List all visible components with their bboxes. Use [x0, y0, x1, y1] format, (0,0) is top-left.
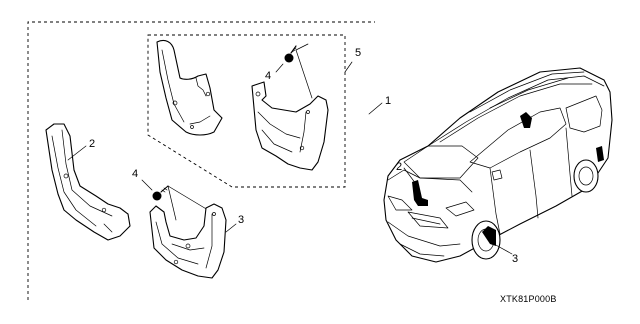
screw-upper: 4 [265, 43, 313, 99]
callout-5-screw-set: 5 [344, 47, 361, 73]
callout-1-kit: 1 [368, 95, 391, 115]
front-mud-flap: 2 [45, 123, 131, 241]
callout-1-label: 1 [385, 95, 391, 107]
screw-lower: 4 [132, 168, 209, 221]
screw-set-box [147, 34, 346, 188]
rear-mud-flap-kit-box [251, 81, 329, 171]
callout-2-label: 2 [89, 138, 95, 150]
callout-5-label: 5 [355, 47, 361, 59]
front-mud-flap-kit-box [156, 39, 223, 136]
vehicle-callout-front: 2 [396, 161, 417, 185]
rear-mud-flap: 3 [149, 203, 244, 279]
callout-4-upper-label: 4 [265, 70, 271, 82]
callout-4-lower-label: 4 [132, 168, 138, 180]
minivan-illustration [383, 67, 613, 263]
callout-3-label: 3 [238, 214, 244, 226]
kit-boundary [27, 21, 375, 300]
vehicle-callout-2-label: 2 [396, 161, 402, 173]
part-code: XTK81P000B [500, 294, 557, 304]
vehicle-callout-3-label: 3 [512, 253, 518, 265]
vehicle-callout-rear: 3 [493, 243, 518, 265]
